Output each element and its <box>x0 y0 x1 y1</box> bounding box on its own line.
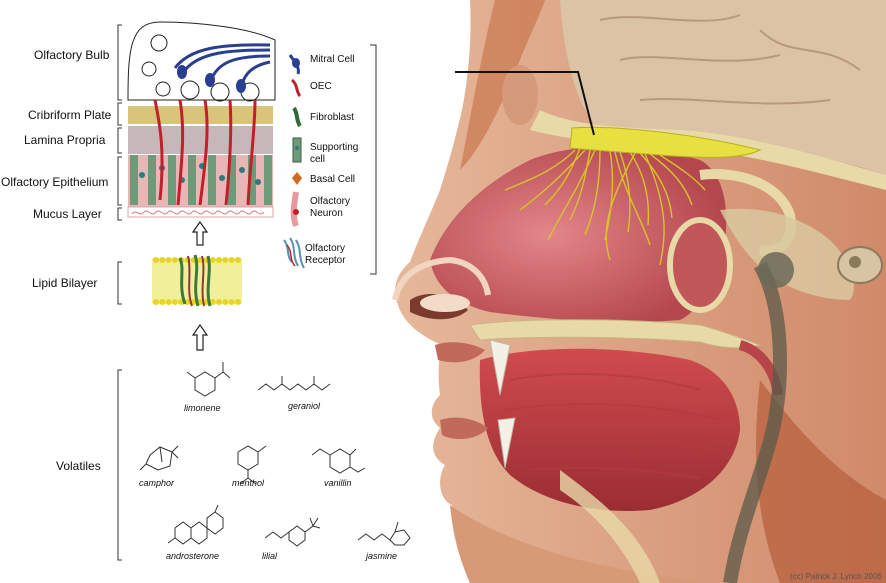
olfactory-bulb-illustration <box>504 126 762 266</box>
label-lipid-bilayer: Lipid Bilayer <box>32 276 98 290</box>
fibroblast-icon <box>292 106 302 128</box>
head-cross-section <box>392 0 886 583</box>
molecule-structures <box>139 362 411 547</box>
lipid-head <box>159 299 166 305</box>
lipid-head <box>153 257 159 263</box>
molecule-lilial: lilial <box>262 551 278 561</box>
molecule-camphor: camphor <box>139 478 175 488</box>
lipid-head <box>216 299 222 305</box>
credit-text: (cc) Patrick J. Lynch 2006 <box>790 572 882 581</box>
menthol-structure <box>237 445 267 485</box>
label-olfactory-epithelium: Olfactory Epithelium <box>1 175 109 189</box>
geraniol-structure <box>257 376 331 391</box>
olfactory-receptor-icon <box>283 237 305 269</box>
lipid-head <box>222 257 229 263</box>
legend-basal-cell: Basal Cell <box>310 174 356 185</box>
layer-brackets <box>117 24 377 561</box>
lipid-head <box>209 257 216 263</box>
upward-arrow-bottom <box>191 323 209 351</box>
legend-oec: OEC <box>310 81 332 92</box>
molecule-limonene: limonene <box>184 403 221 413</box>
label-mucus-layer: Mucus Layer <box>33 207 102 221</box>
mitral-cell-icon <box>288 54 300 75</box>
lipid-head <box>209 299 216 305</box>
label-lamina-propria: Lamina Propria <box>24 133 106 147</box>
androsterone-structure <box>167 504 224 545</box>
legend-mitral-cell: Mitral Cell <box>310 54 355 65</box>
molecule-menthol: menthol <box>232 478 265 488</box>
lipid-head <box>216 257 222 263</box>
lipid-bilayer-illustration <box>152 254 242 307</box>
legend-icons <box>283 54 305 269</box>
upward-arrow-top <box>191 220 209 246</box>
olfactory-neuron-icon <box>290 191 299 228</box>
label-cribriform-plate: Cribriform Plate <box>28 108 112 122</box>
molecule-jasmine: jasmine <box>366 551 398 561</box>
lilial-structure <box>264 517 321 547</box>
basal-cell-icon <box>292 172 302 185</box>
lipid-head <box>234 299 241 305</box>
vanillin-structure <box>311 448 366 474</box>
lipid-head <box>228 299 235 305</box>
jasmine-structure <box>357 521 411 546</box>
legend-supporting-cell: Supporting cell <box>310 142 359 165</box>
lipid-head <box>171 257 178 263</box>
lipid-head <box>153 299 159 305</box>
molecule-androsterone: androsterone <box>166 551 220 561</box>
camphor-structure <box>139 445 179 471</box>
lipid-head <box>165 257 172 263</box>
lipid-head <box>171 299 178 305</box>
legend-olfactory-neuron: Olfactory Neuron <box>310 196 351 219</box>
label-olfactory-bulb: Olfactory Bulb <box>34 48 110 62</box>
lipid-head <box>228 257 235 263</box>
molecule-geraniol: geraniol <box>288 401 321 411</box>
pointer-line <box>455 71 595 136</box>
lipid-head <box>222 299 229 305</box>
molecule-vanillin: vanillin <box>324 478 352 488</box>
lipid-head <box>165 299 172 305</box>
legend-olfactory-receptor: Olfactory Receptor <box>305 243 346 266</box>
legend-fibroblast: Fibroblast <box>310 112 354 123</box>
supporting-cell-icon <box>292 137 302 163</box>
limonene-structure <box>186 362 231 397</box>
label-volatiles: Volatiles <box>56 459 101 473</box>
oec-icon <box>290 78 302 98</box>
epithelium-cross-section <box>127 21 276 218</box>
lipid-head <box>234 257 241 263</box>
lipid-head <box>159 257 166 263</box>
